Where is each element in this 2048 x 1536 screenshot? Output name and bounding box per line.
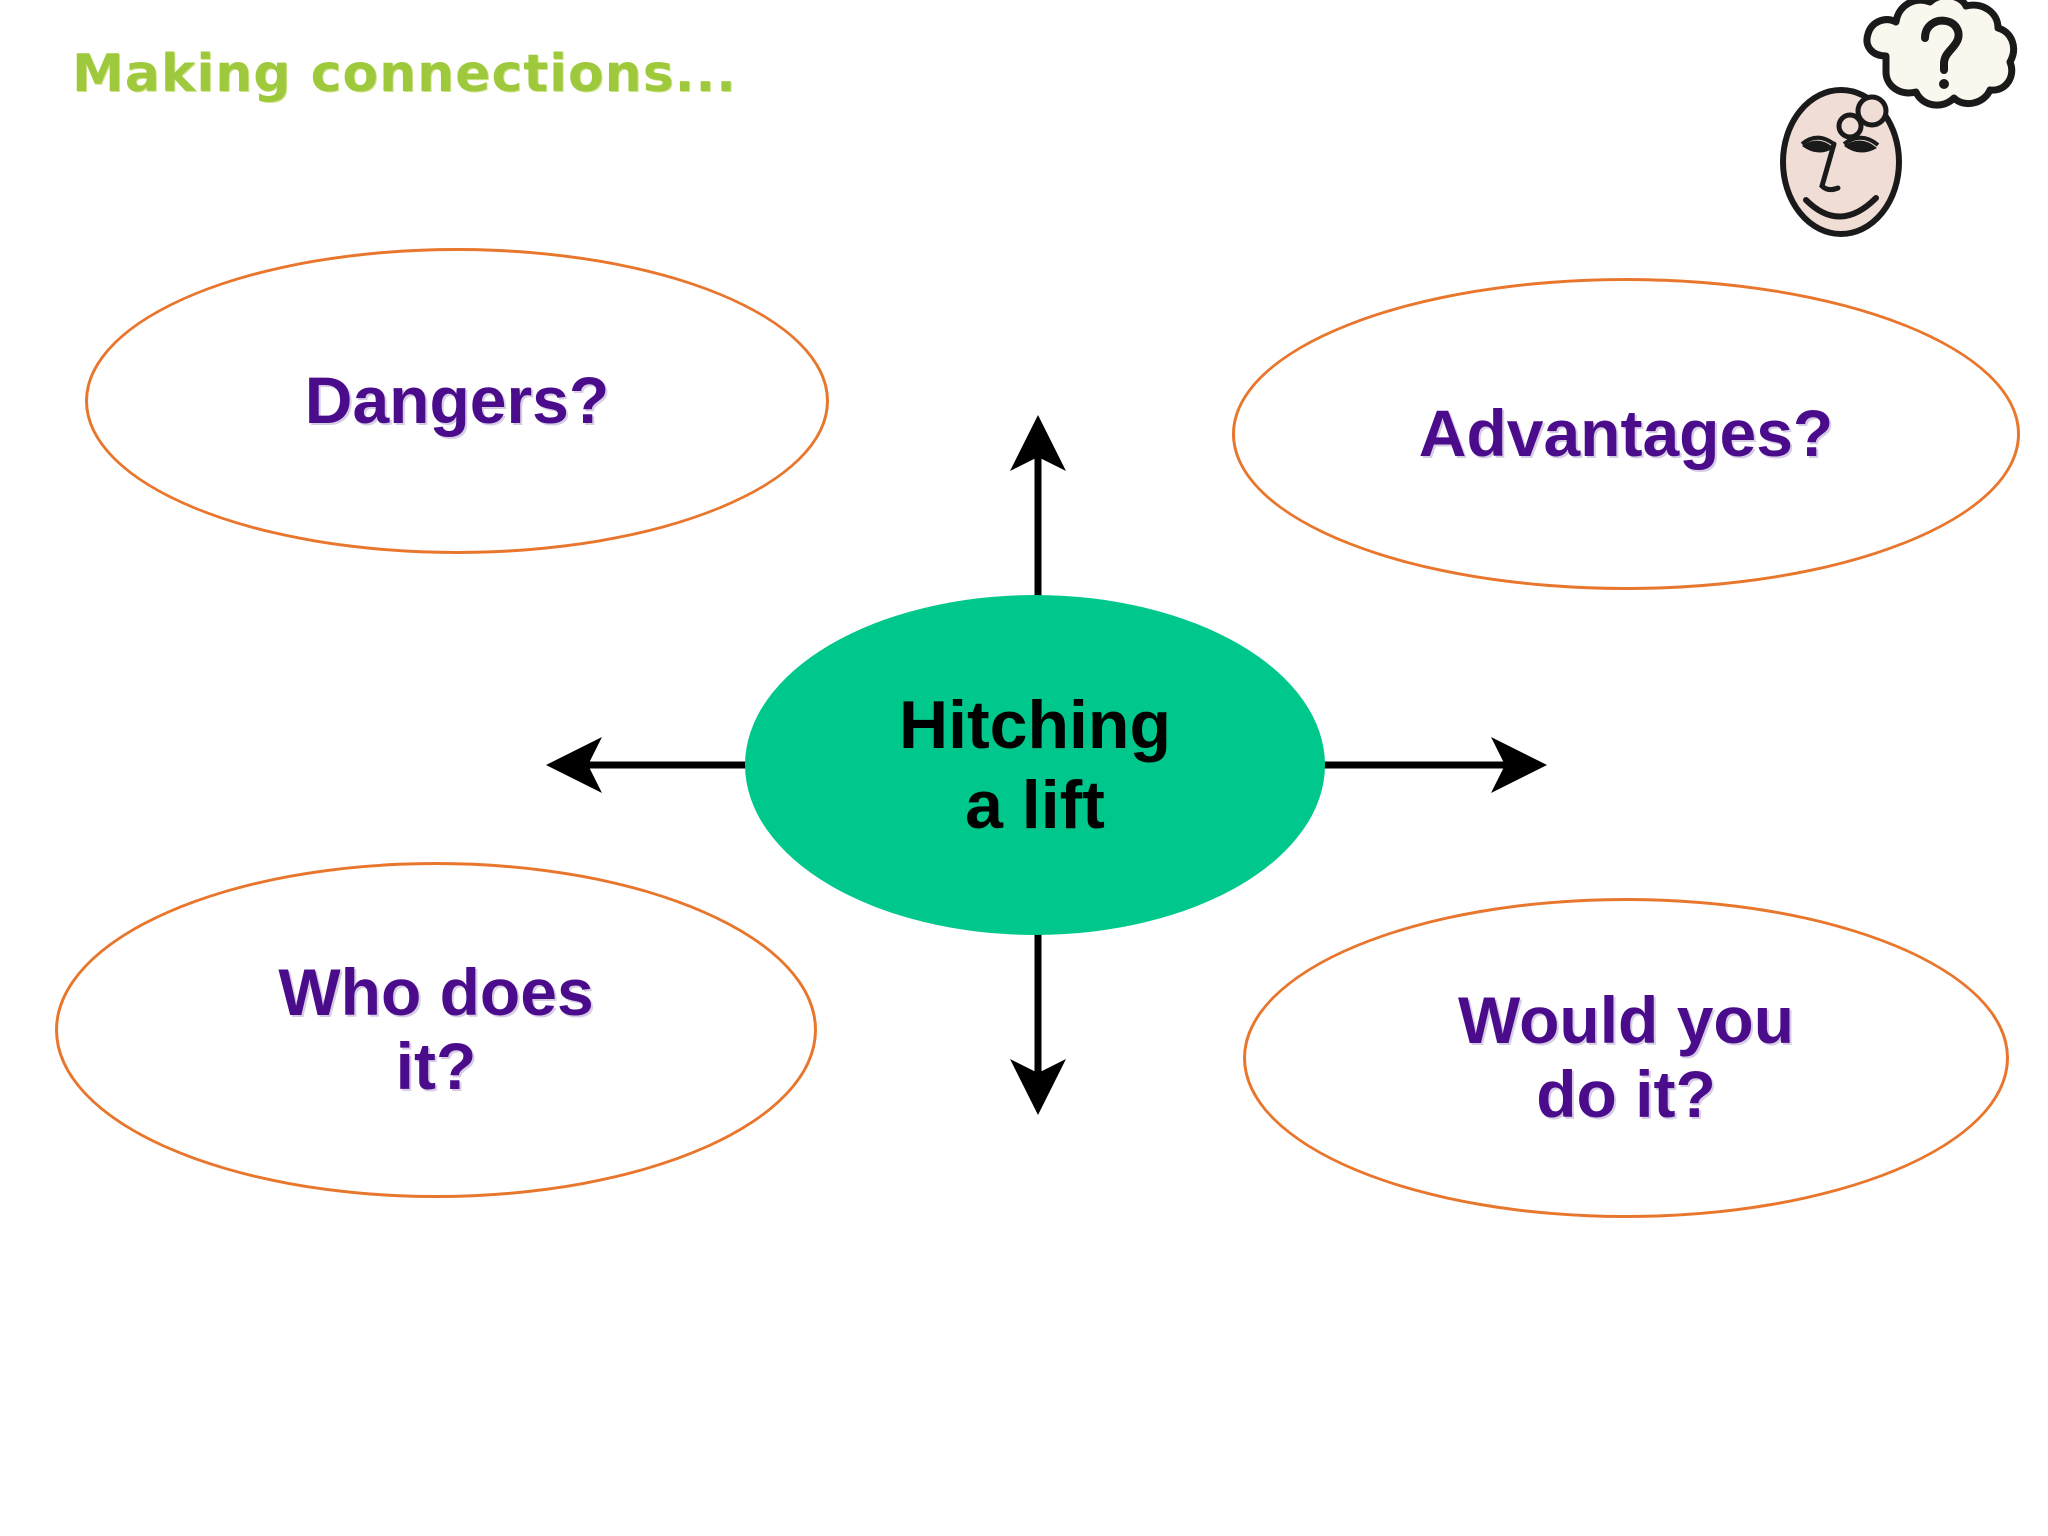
page-title: Making connections...: [72, 44, 737, 104]
node-center-label: Hitching a lift: [899, 686, 1171, 843]
node-dangers-label: Dangers?: [304, 363, 610, 438]
thought-bubble-icon: [1863, 0, 2017, 109]
node-advantages[interactable]: Advantages?: [1232, 278, 2020, 590]
node-center-hitching-a-lift[interactable]: Hitching a lift: [745, 595, 1325, 935]
node-dangers[interactable]: Dangers?: [85, 248, 829, 554]
node-advantages-label: Advantages?: [1418, 396, 1834, 471]
node-would-you-do-it-label: Would you do it?: [1457, 983, 1795, 1131]
node-would-you-do-it[interactable]: Would you do it?: [1243, 898, 2009, 1218]
thinking-face-icon: [1768, 0, 2030, 256]
node-who-does-it-label: Who does it?: [278, 955, 594, 1103]
node-who-does-it[interactable]: Who does it?: [55, 862, 817, 1198]
